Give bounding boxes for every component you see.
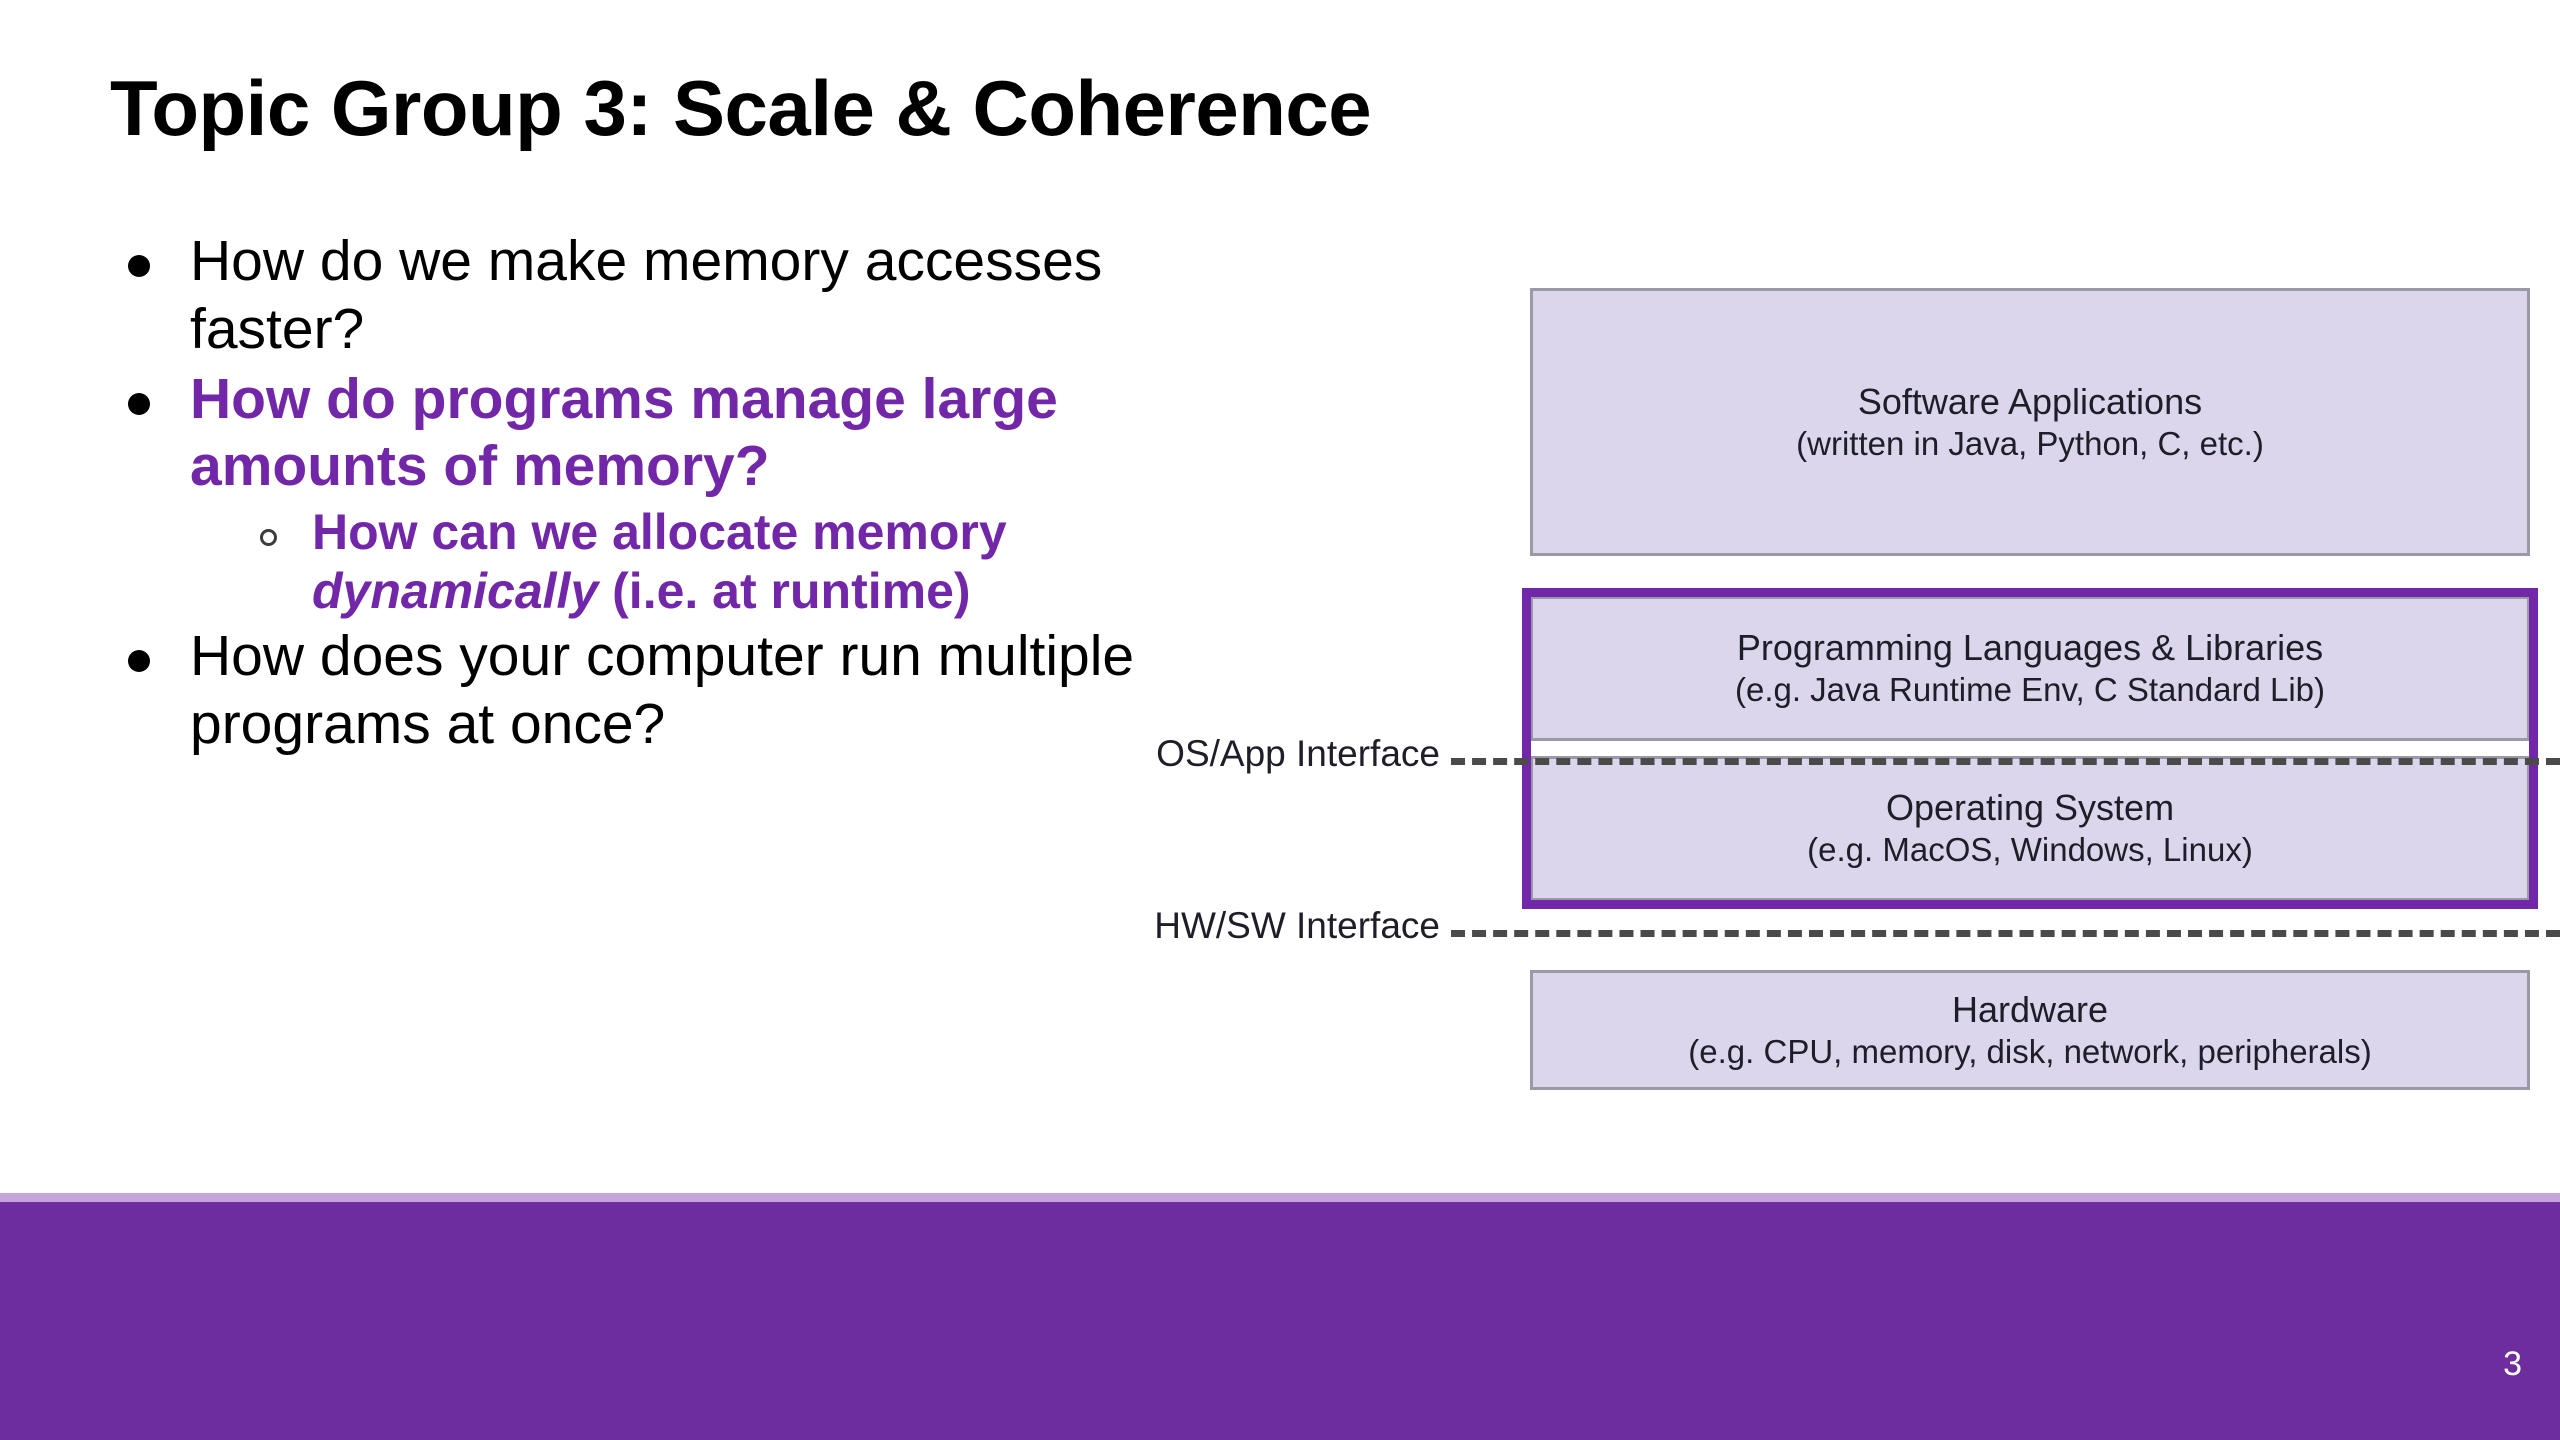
sub-bullet-text: How can we allocate memory dynamically (…: [312, 503, 1188, 621]
os-app-interface-label: OS/App Interface: [1156, 733, 1440, 774]
bullet-text-highlighted: How do programs manage large amounts of …: [190, 366, 1058, 499]
sub-bullet-text-before: How can we allocate memory: [312, 504, 1007, 561]
footer-accent-stripe: [0, 1193, 2560, 1202]
stack-layer-title: Programming Languages & Libraries: [1736, 627, 2324, 669]
hw-sw-interface-dashed-line: [1451, 930, 2560, 937]
page-title: Topic Group 3: Scale & Coherence: [110, 64, 1372, 152]
bullet-item-allocate-dynamically: How can we allocate memory dynamically (…: [260, 503, 1188, 621]
stack-layer-software-applications: Software Applications (written in Java, …: [1530, 288, 2530, 556]
bullet-item-memory-access: How do we make memory accesses faster?: [128, 228, 1188, 364]
stack-layer-subtitle: (written in Java, Python, C, etc.): [1796, 424, 2264, 462]
bullet-text: How do we make memory accesses faster?: [190, 229, 1103, 361]
bullet-item-multiple-programs: How does your computer run multiple prog…: [128, 623, 1188, 759]
hw-sw-interface-label: HW/SW Interface: [1154, 905, 1440, 946]
stack-layer-title: Software Applications: [1857, 380, 2203, 422]
bullet-marker-disc-icon: [128, 228, 190, 284]
footer-bar: [0, 1202, 2560, 1440]
bullet-marker-disc-icon: [128, 366, 190, 422]
bullet-marker-disc-icon: [128, 623, 190, 679]
stack-layer-operating-system: Operating System (e.g. MacOS, Windows, L…: [1530, 756, 2530, 901]
stack-layer-programming-languages: Programming Languages & Libraries (e.g. …: [1530, 596, 2530, 741]
bullet-marker-circle-icon: [260, 503, 312, 551]
stack-layer-title: Hardware: [1951, 988, 2109, 1030]
stack-layer-subtitle: (e.g. Java Runtime Env, C Standard Lib): [1734, 671, 2325, 709]
bullet-text: How does your computer run multiple prog…: [190, 624, 1135, 757]
sub-bullet-text-after: (i.e. at runtime): [598, 563, 971, 620]
os-app-interface-dashed-line: [1451, 758, 2560, 765]
stack-layer-hardware: Hardware (e.g. CPU, memory, disk, networ…: [1530, 970, 2530, 1090]
stack-layer-title: Operating System: [1885, 787, 2175, 829]
stack-layer-subtitle: (e.g. MacOS, Windows, Linux): [1807, 831, 2253, 869]
system-stack-diagram: Software Applications (written in Java, …: [1522, 288, 2538, 1090]
bullet-item-manage-memory: How do programs manage large amounts of …: [128, 366, 1188, 502]
stack-layer-subtitle: (e.g. CPU, memory, disk, network, periph…: [1688, 1032, 2372, 1070]
sub-bullet-text-italic: dynamically: [312, 563, 599, 620]
page-number: 3: [2503, 1345, 2522, 1383]
bullet-list: How do we make memory accesses faster? H…: [128, 228, 1188, 761]
